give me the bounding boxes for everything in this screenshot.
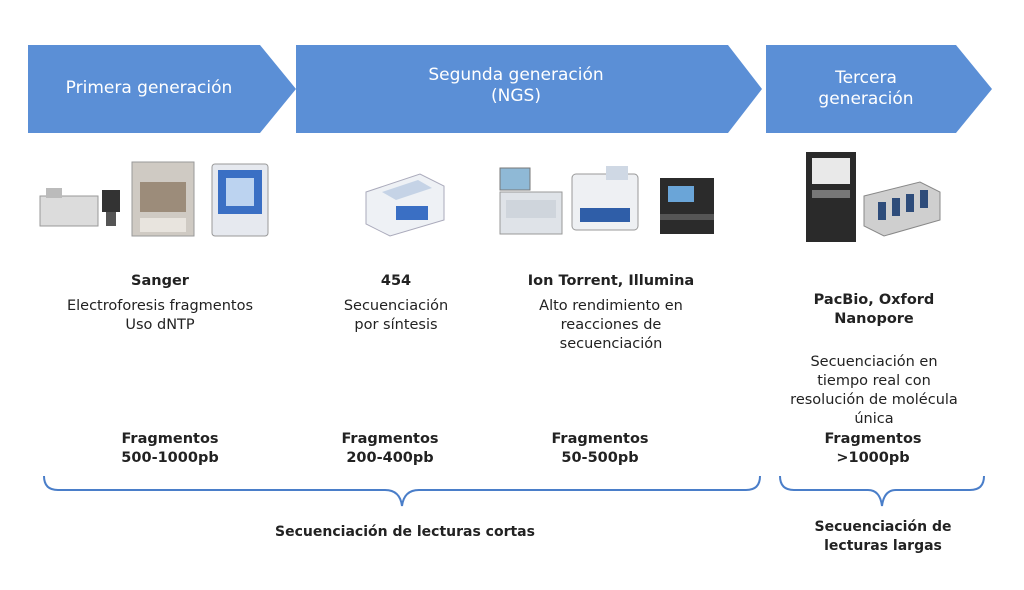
arrow-shape (766, 45, 992, 133)
454-sequencer-icon (365, 173, 445, 237)
fragments-ion-illumina: Fragmentos 50-500pb (551, 431, 649, 466)
fragments-sanger: Fragmentos 500-1000pb (121, 431, 219, 466)
tech-name: PacBio, Oxford Nanopore (813, 291, 935, 327)
arrow-shape (296, 45, 762, 133)
fragments-pacbio-nanopore: Fragmentos >1000pb (824, 431, 922, 466)
fragments-454: Fragmentos 200-400pb (341, 431, 439, 466)
arrow-primera-generacion: Primera generación (28, 45, 296, 133)
tech-name: Sanger (131, 273, 189, 289)
group-label-short-reads: Secuenciación de lecturas cortas (275, 524, 535, 540)
group-label-long-reads: Secuenciación de lecturas largas (814, 519, 952, 554)
tech-column-sanger: Sanger Electroforesis fragmentos Uso dNT… (40, 272, 280, 335)
tech-column-pacbio-nanopore: PacBio, Oxford Nanopore Secuenciación en… (768, 272, 980, 448)
third-gen-sequencers-icon (806, 152, 941, 242)
tech-description: Alto rendimiento en reacciones de secuen… (539, 297, 683, 352)
sanger-instruments-icon (39, 161, 269, 237)
tech-column-ion-illumina: Ion Torrent, Illumina Alto rendimiento e… (505, 272, 717, 353)
tech-description: Secuenciación en tiempo real con resoluc… (790, 354, 958, 427)
generation-label: Tercera generación (818, 67, 914, 109)
tech-name: 454 (380, 273, 412, 289)
short-reads-brace (43, 475, 761, 507)
tech-description: Secuenciación por síntesis (343, 297, 449, 333)
long-reads-brace (779, 475, 985, 507)
tech-column-454: 454 Secuenciación por síntesis (320, 272, 472, 335)
arrow-segunda-generacion: Segunda generación (NGS) (296, 45, 762, 133)
arrow-shape (28, 45, 296, 133)
tech-name: Ion Torrent, Illumina (527, 273, 695, 289)
arrow-tercera-generacion: Tercera generación (766, 45, 992, 133)
tech-description: Electroforesis fragmentos Uso dNTP (66, 297, 254, 333)
ngs-sequencers-icon (499, 166, 714, 235)
generation-label: Primera generación (65, 78, 233, 99)
generation-label: Segunda generación (NGS) (428, 65, 604, 107)
